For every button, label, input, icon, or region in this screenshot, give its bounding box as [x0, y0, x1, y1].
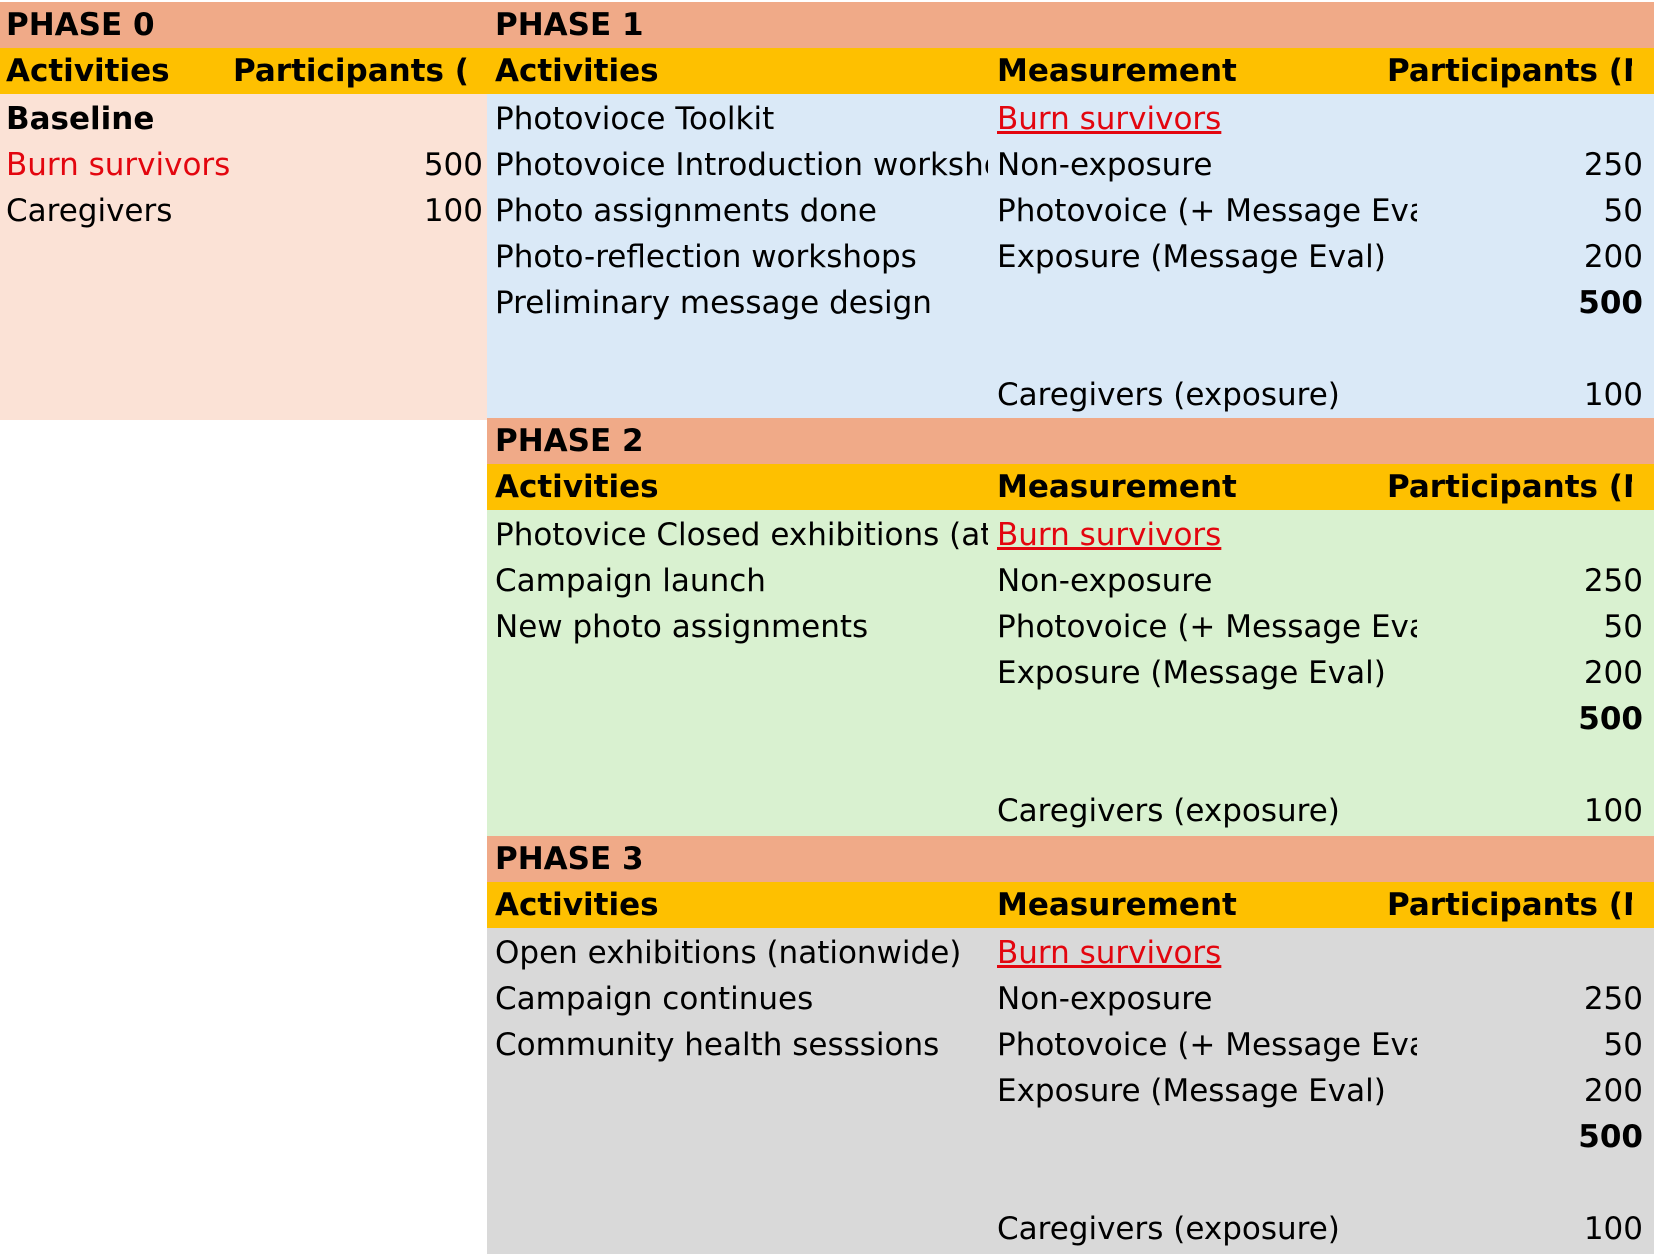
phase3-measurement-count: 200	[1583, 1073, 1643, 1109]
phase3-header-participants: Participants (N)	[1387, 887, 1632, 923]
phase0-header-activities: Activities	[6, 53, 170, 89]
phase1-header-participants: Participants (N)	[1387, 53, 1632, 89]
phase0-title-row: PHASE 0	[0, 2, 487, 48]
phase2-activity: New photo assignments	[495, 609, 869, 645]
phase3-measurement: Photovoice (+ Message Eval)	[997, 1027, 1417, 1063]
phase1-measurement: Exposure (Message Eval)	[997, 239, 1386, 275]
table-row: 500	[487, 1114, 1654, 1160]
phase0-block: PHASE 0 Activities Participants (N) Base…	[0, 0, 487, 420]
phase2-header-activities: Activities	[495, 469, 659, 505]
phase0-header-participants: Participants (N)	[233, 53, 468, 89]
table-row: Exposure (Message Eval) 200	[487, 650, 1654, 696]
phase1-header-measurement: Measurement	[997, 53, 1237, 89]
phase3-total: 500	[1578, 1119, 1643, 1155]
phase2-measurement: Non-exposure	[997, 563, 1213, 599]
phase3-activity: Open exhibitions (nationwide)	[495, 935, 962, 971]
phase3-title: PHASE 3	[495, 841, 644, 877]
phase1-caregivers-label: Caregivers (exposure)	[997, 377, 1340, 413]
phase1-measurement: Photovoice (+ Message Eval)	[997, 193, 1417, 229]
phase1-activity: Photovioce Toolkit	[495, 101, 775, 137]
phase2-caregivers-count: 100	[1583, 793, 1643, 829]
phase3-activity: Campaign continues	[495, 981, 814, 1017]
phase2-group-label: Burn survivors	[997, 517, 1222, 553]
phase1-header-activities: Activities	[495, 53, 659, 89]
phase2-measurement-count: 50	[1603, 609, 1643, 645]
phase1-caregivers-count: 100	[1583, 377, 1643, 413]
phase1-measurement-count: 200	[1583, 239, 1643, 275]
phase0-row-count: 500	[423, 147, 483, 183]
phase1-title: PHASE 1	[495, 7, 644, 43]
phase0-section-label: Baseline	[6, 101, 155, 137]
table-row: Open exhibitions (nationwide) Burn survi…	[487, 930, 1654, 976]
table-row: Caregivers (exposure) 100	[487, 1206, 1654, 1252]
table-row: Photo assignments done Photovoice (+ Mes…	[487, 188, 1654, 234]
table-row: Photovoice Introduction workshops Non-ex…	[487, 142, 1654, 188]
table-row: Exposure (Message Eval) 200	[487, 1068, 1654, 1114]
phase1-group-label: Burn survivors	[997, 101, 1222, 137]
phase2-title: PHASE 2	[495, 423, 644, 459]
phase3-body: Open exhibitions (nationwide) Burn survi…	[487, 928, 1654, 1254]
table-row: New photo assignments Photovoice (+ Mess…	[487, 604, 1654, 650]
table-row: Community health sesssions Photovoice (+…	[487, 1022, 1654, 1068]
phase2-header-measurement: Measurement	[997, 469, 1237, 505]
phase1-header-row: Activities Measurement Participants (N)	[487, 48, 1654, 94]
phase1-title-row: PHASE 1	[487, 2, 1654, 48]
phase0-body: Baseline Burn survivors 500 Caregivers 1…	[0, 94, 487, 420]
phase1-activity: Preliminary message design	[495, 285, 932, 321]
phase1-measurement: Non-exposure	[997, 147, 1213, 183]
phase0-header-row: Activities Participants (N)	[0, 48, 487, 94]
phase3-title-row: PHASE 3	[487, 836, 1654, 882]
table-row: Photovioce Toolkit Burn survivors	[487, 96, 1654, 142]
phase3-header-row: Activities Measurement Participants (N)	[487, 882, 1654, 928]
phase1-activity: Photo assignments done	[495, 193, 877, 229]
phase3-measurement: Non-exposure	[997, 981, 1213, 1017]
phase2-measurement-count: 200	[1583, 655, 1643, 691]
phase2-measurement: Photovoice (+ Message Eval)	[997, 609, 1417, 645]
table-row: Caregivers (exposure) 100	[487, 788, 1654, 834]
phase1-measurement-count: 50	[1603, 193, 1643, 229]
table-row: Preliminary message design 500	[487, 280, 1654, 326]
phase3-activity: Community health sesssions	[495, 1027, 940, 1063]
phase3-caregivers-label: Caregivers (exposure)	[997, 1211, 1340, 1247]
phase3-group-label: Burn survivors	[997, 935, 1222, 971]
phase0-row-label: Caregivers	[6, 193, 173, 229]
table-row: Photovice Closed exhibitions (at ce Burn…	[487, 512, 1654, 558]
phase0-title: PHASE 0	[6, 7, 155, 43]
phase2-activity: Campaign launch	[495, 563, 766, 599]
phase1-total: 500	[1578, 285, 1643, 321]
phase2-measurement-count: 250	[1583, 563, 1643, 599]
phase1-body: Photovioce Toolkit Burn survivors Photov…	[487, 94, 1654, 420]
phase1-block: PHASE 1 Activities Measurement Participa…	[487, 0, 1654, 420]
phase3-measurement: Exposure (Message Eval)	[997, 1073, 1386, 1109]
table-row: Campaign continues Non-exposure 250	[487, 976, 1654, 1022]
phase2-header-participants: Participants (N)	[1387, 469, 1632, 505]
phase3-header-activities: Activities	[495, 887, 659, 923]
phase3-measurement-count: 250	[1583, 981, 1643, 1017]
phase1-activity: Photo-reflection workshops	[495, 239, 917, 275]
phase0-row-label: Burn survivors	[6, 147, 231, 183]
table-row: Caregivers (exposure) 100	[487, 372, 1654, 418]
phase0-row-burn-survivors: Burn survivors 500	[0, 142, 487, 188]
phase3-caregivers-count: 100	[1583, 1211, 1643, 1247]
phase2-total: 500	[1578, 701, 1643, 737]
phase1-activity: Photovoice Introduction workshops	[495, 147, 988, 183]
phase2-measurement: Exposure (Message Eval)	[997, 655, 1386, 691]
phase0-row-count: 100	[423, 193, 483, 229]
phase2-activity: Photovice Closed exhibitions (at ce	[495, 517, 988, 553]
phase2-title-row: PHASE 2	[487, 418, 1654, 464]
phase2-block: PHASE 2 Activities Measurement Participa…	[487, 418, 1654, 838]
phase3-measurement-count: 50	[1603, 1027, 1643, 1063]
table-row: Photo-reflection workshops Exposure (Mes…	[487, 234, 1654, 280]
phase2-caregivers-label: Caregivers (exposure)	[997, 793, 1340, 829]
table-row: 500	[487, 696, 1654, 742]
phase3-header-measurement: Measurement	[997, 887, 1237, 923]
phase2-header-row: Activities Measurement Participants (N)	[487, 464, 1654, 510]
phase2-body: Photovice Closed exhibitions (at ce Burn…	[487, 510, 1654, 838]
phase3-block: PHASE 3 Activities Measurement Participa…	[487, 836, 1654, 1254]
table-row: Campaign launch Non-exposure 250	[487, 558, 1654, 604]
phase0-section-row: Baseline	[0, 96, 487, 142]
phase0-row-caregivers: Caregivers 100	[0, 188, 487, 234]
phase1-measurement-count: 250	[1583, 147, 1643, 183]
